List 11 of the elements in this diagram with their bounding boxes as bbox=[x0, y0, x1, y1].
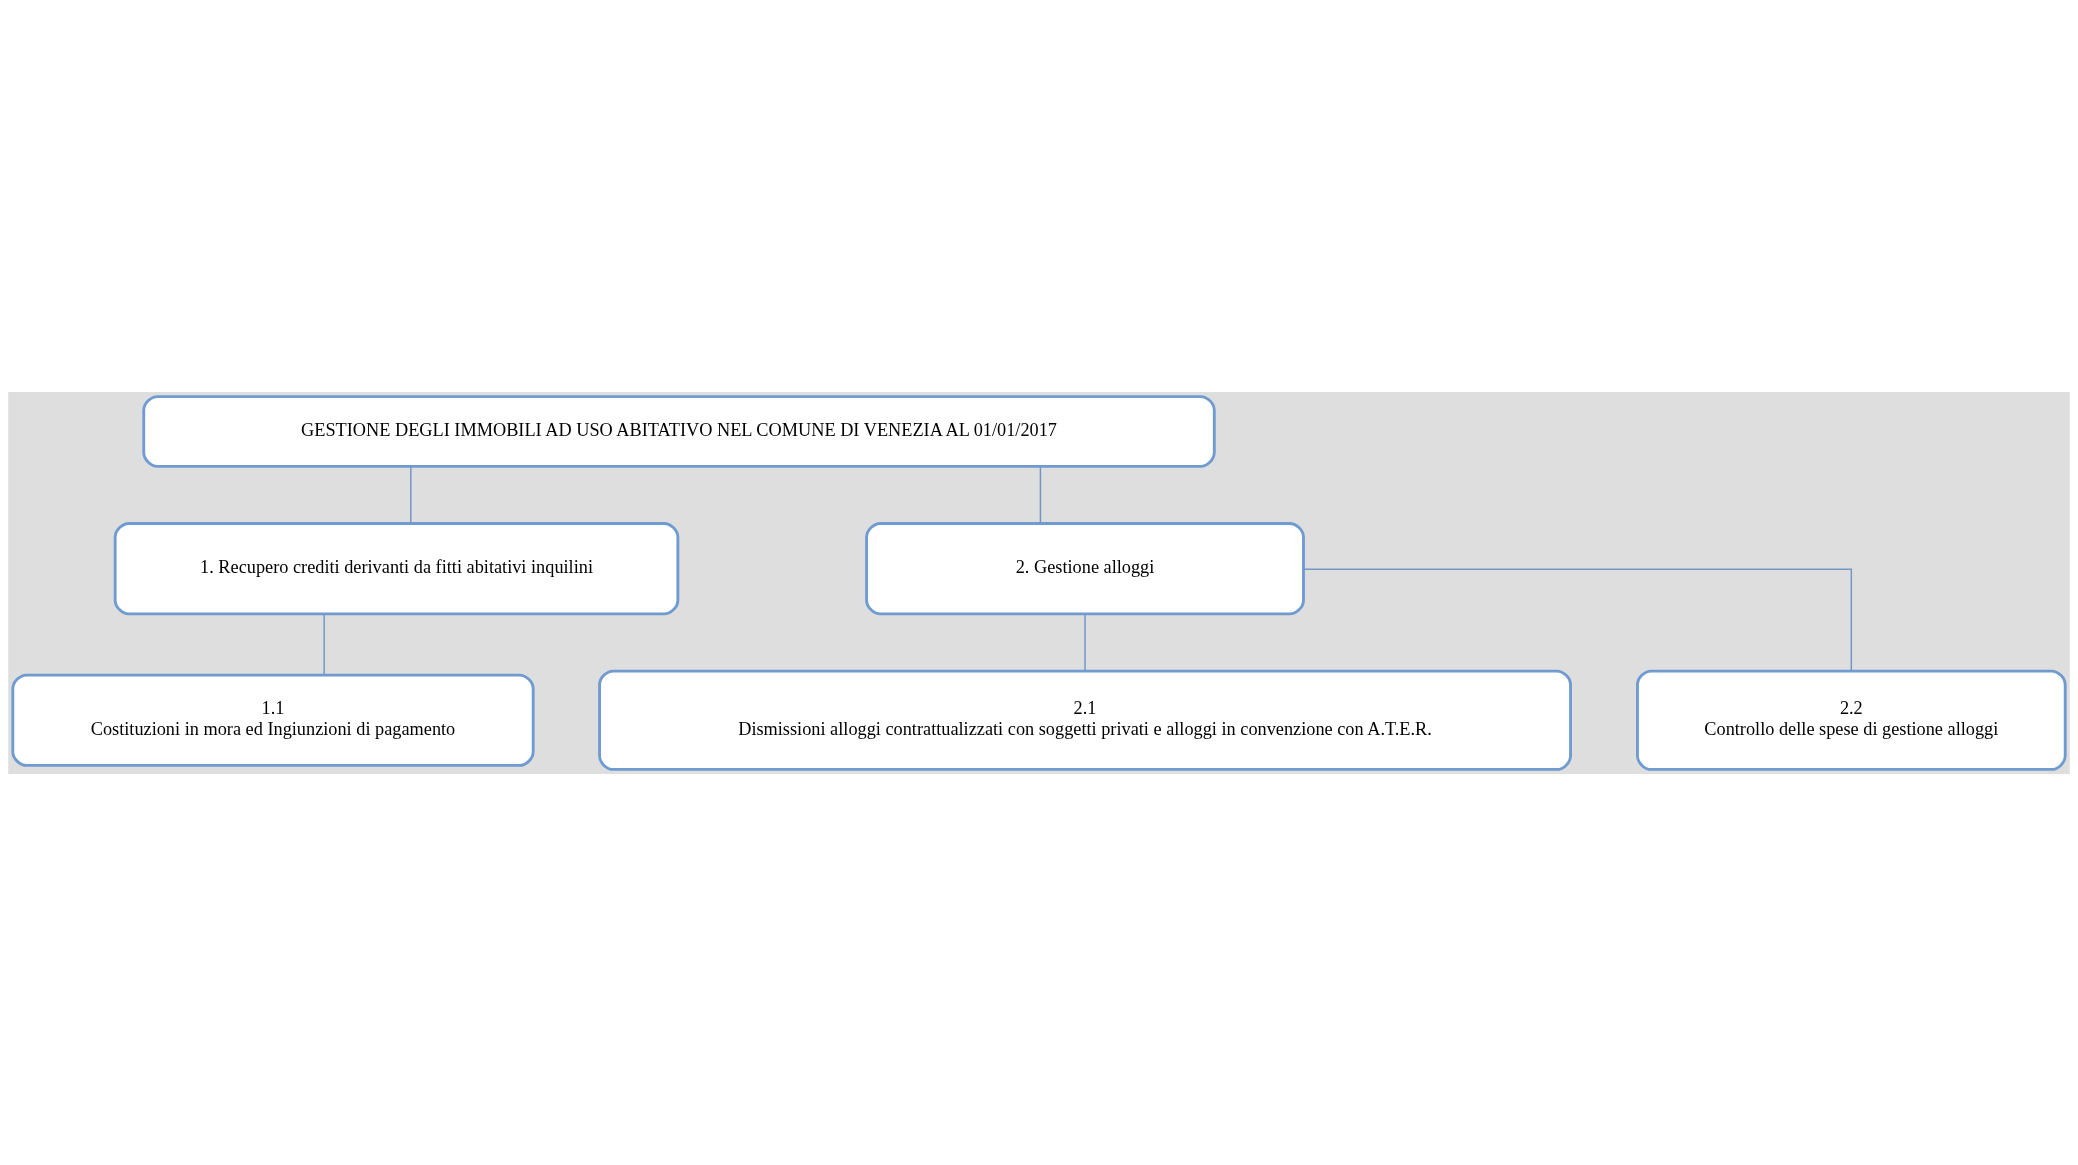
connector bbox=[410, 465, 412, 524]
node-box: 2. Gestione alloggi bbox=[865, 521, 1305, 615]
connector bbox=[1302, 568, 1853, 672]
node-box: 1. Recupero crediti derivanti da fitti abitativi inquilini bbox=[113, 521, 680, 615]
connector bbox=[323, 612, 325, 676]
node-box: 1.1 Costituzioni in mora ed Ingiunzioni di pagamento bbox=[11, 673, 535, 767]
node-box: GESTIONE DEGLI IMMOBILI AD USO ABITATIVO NEL COMUNE DI VENEZIA AL 01/01/2017 bbox=[142, 394, 1216, 468]
node-box: 2.2 Controllo delle spese di gestione alloggi bbox=[1636, 669, 2067, 771]
node-box: 2.1 Dismissioni alloggi contrattualizzati con soggetti privati e alloggi in convenzione con A.T.E.R. bbox=[598, 669, 1572, 771]
connector bbox=[1039, 465, 1042, 524]
connector bbox=[1084, 612, 1086, 671]
